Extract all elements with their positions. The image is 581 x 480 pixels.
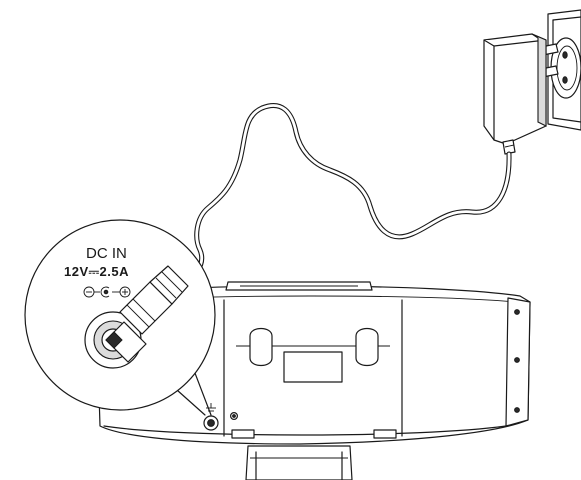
voltage-rating-label: 12V⎓2.5A	[64, 264, 129, 279]
wall-outlet-icon	[547, 9, 581, 131]
unit-stand	[245, 445, 353, 480]
power-adapter-icon	[483, 33, 559, 155]
dc-plug-closeup	[105, 265, 189, 363]
power-cable	[179, 103, 512, 289]
dc-jack-icon	[203, 415, 219, 431]
dc-in-label: DC IN	[86, 245, 127, 262]
magnified-callout: DC IN 12V⎓2.5A	[24, 219, 216, 416]
polarity-symbol-icon	[83, 286, 131, 298]
